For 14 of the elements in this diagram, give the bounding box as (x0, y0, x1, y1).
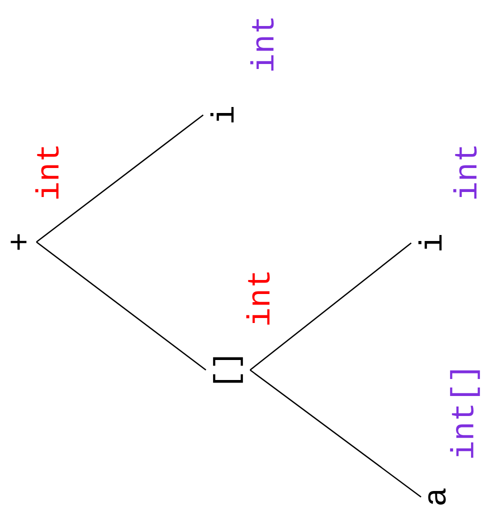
type-label: int[] (450, 370, 480, 458)
tree-edge (36, 114, 204, 243)
type-label: int (35, 146, 59, 199)
tree-node-label: i (418, 235, 442, 250)
tree-edge (250, 369, 422, 498)
tree-node-label: a (428, 488, 446, 505)
tree-node-label: + (10, 234, 26, 250)
type-label: int (250, 18, 274, 71)
type-label: int (246, 272, 270, 325)
tree-edge (36, 241, 206, 371)
tree-edge (250, 242, 412, 370)
tree-node-label: [] (213, 357, 243, 383)
tree-node-label: i (210, 107, 234, 122)
type-label: int (453, 146, 477, 199)
